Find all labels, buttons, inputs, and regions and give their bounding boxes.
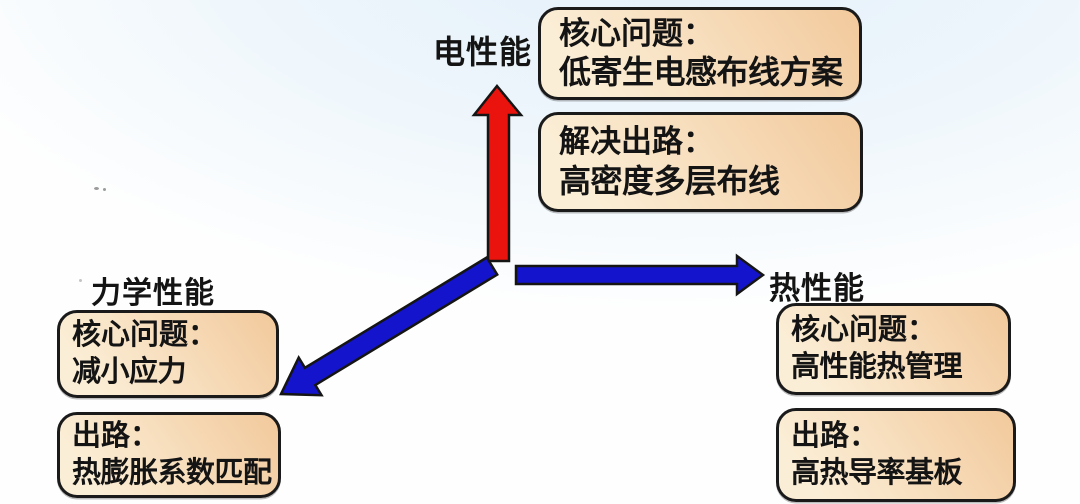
electrical-axis-label: 电性能: [433, 34, 533, 70]
thermal-axis-label: 热性能: [769, 271, 865, 306]
electrical-core-problem-title: 核心问题：: [559, 15, 714, 51]
electrical-axis-arrow-up-icon: [471, 84, 524, 263]
mechanical-core-problem-text: 减小应力: [72, 355, 187, 388]
thermal-core-problem-text: 高性能热管理: [791, 350, 963, 383]
thermal-core-problem-box: 核心问题： 高性能热管理: [776, 303, 1011, 395]
thermal-solution-text: 高热导率基板: [791, 456, 963, 489]
thermal-axis-arrow-right-icon: [514, 253, 766, 297]
electrical-core-problem-text: 低寄生电感布线方案: [559, 54, 843, 91]
mechanical-solution-box: 出路： 热膨胀系数匹配: [57, 412, 281, 498]
scan-noise-dot: [103, 188, 106, 191]
electrical-solution-box: 解决出路： 高密度多层布线: [538, 112, 863, 212]
mechanical-solution-title: 出路：: [72, 420, 160, 453]
thermal-core-problem-title: 核心问题：: [791, 314, 937, 347]
scan-noise-dot: [94, 187, 99, 190]
scan-noise-dot: [79, 279, 82, 282]
electrical-solution-title: 解决出路：: [559, 124, 714, 160]
mechanical-axis-arrow-down-left-icon: [279, 255, 499, 397]
thermal-solution-box: 出路： 高热导率基板: [776, 408, 1016, 502]
electrical-core-problem-box: 核心问题： 低寄生电感布线方案: [538, 7, 862, 100]
mechanical-axis-label: 力学性能: [91, 277, 215, 310]
electrical-solution-text: 高密度多层布线: [559, 162, 780, 199]
mechanical-core-problem-title: 核心问题：: [72, 319, 218, 352]
mechanical-solution-text: 热膨胀系数匹配: [72, 456, 272, 489]
thermal-solution-title: 出路：: [791, 420, 879, 453]
mechanical-core-problem-box: 核心问题： 减小应力: [57, 310, 279, 398]
